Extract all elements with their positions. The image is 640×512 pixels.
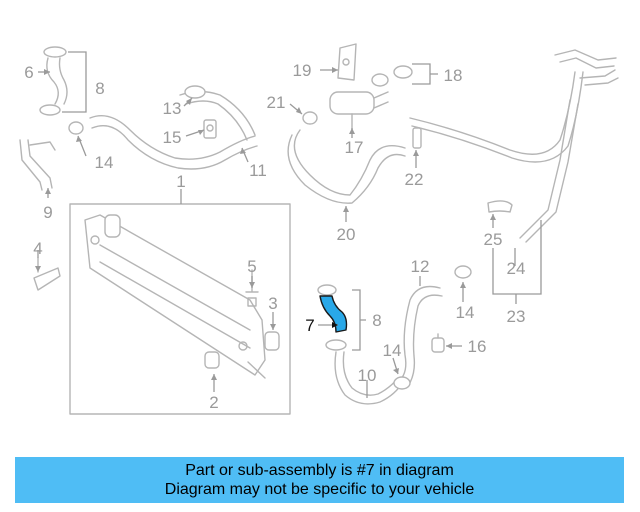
callout-15: 15 xyxy=(163,128,182,147)
hose-part-7-highlighted xyxy=(317,284,348,351)
radiator-assembly xyxy=(69,203,291,415)
callout-13: 13 xyxy=(163,99,182,118)
hose-part-12 xyxy=(399,285,443,387)
hose-part-10 xyxy=(334,351,404,405)
pump-part-17 xyxy=(329,91,389,131)
parts-diagram: 1 2 3 4 5 6 7 8 8 9 10 11 12 13 14 14 14… xyxy=(19,43,619,415)
callout-14-left: 14 xyxy=(95,153,114,172)
info-banner: Part or sub-assembly is #7 in diagram Di… xyxy=(15,457,624,503)
hose-part-20 xyxy=(287,129,406,204)
clamps-part-18 xyxy=(371,65,413,87)
callout-14-right: 14 xyxy=(456,303,475,322)
callout-7: 7 xyxy=(305,316,314,335)
callout-6: 6 xyxy=(24,63,33,82)
callout-22: 22 xyxy=(405,170,424,189)
pipes-part-24 xyxy=(409,49,619,243)
arrowheads xyxy=(35,67,496,380)
hose-part-6 xyxy=(39,46,68,116)
callout-3: 3 xyxy=(268,294,277,313)
connector-part-25 xyxy=(487,200,513,213)
callout-11: 11 xyxy=(249,161,267,180)
callout-8-top: 8 xyxy=(95,79,104,98)
callout-1: 1 xyxy=(176,172,185,191)
callout-17: 17 xyxy=(345,138,364,157)
callout-23: 23 xyxy=(507,307,526,326)
callout-8-lower: 8 xyxy=(372,311,381,330)
callout-numbers: 1 2 3 4 5 6 7 8 8 9 10 11 12 13 14 14 14… xyxy=(24,61,525,412)
banner-line-1: Part or sub-assembly is #7 in diagram xyxy=(185,462,454,479)
callout-9: 9 xyxy=(43,203,52,222)
clamp-part-14-right xyxy=(454,265,472,279)
callout-20: 20 xyxy=(337,225,356,244)
callout-18: 18 xyxy=(444,66,463,85)
clamp-part-14-left xyxy=(68,121,84,135)
hose-part-9 xyxy=(19,139,56,191)
bracket-part-15 xyxy=(203,119,217,139)
clamp-part-13 xyxy=(184,85,206,99)
clamp-part-21 xyxy=(302,111,318,125)
clip-part-22 xyxy=(412,127,422,149)
fitting-part-16 xyxy=(431,333,445,353)
bolt-part-4 xyxy=(33,257,61,291)
callout-24: 24 xyxy=(507,259,526,278)
part-7-shape xyxy=(319,295,348,333)
callout-4: 4 xyxy=(33,239,42,258)
callout-14-lower: 14 xyxy=(383,341,402,360)
callout-21: 21 xyxy=(267,93,286,112)
callout-19: 19 xyxy=(293,61,312,80)
callout-10: 10 xyxy=(358,366,377,385)
banner-line-2: Diagram may not be specific to your vehi… xyxy=(164,481,475,498)
bracket-part-19 xyxy=(337,43,357,81)
callout-25: 25 xyxy=(484,230,503,249)
callout-12: 12 xyxy=(411,257,430,276)
callout-16: 16 xyxy=(468,337,487,356)
callout-5: 5 xyxy=(247,257,256,276)
clamp-part-14-lower xyxy=(393,376,411,390)
callout-2: 2 xyxy=(209,393,218,412)
